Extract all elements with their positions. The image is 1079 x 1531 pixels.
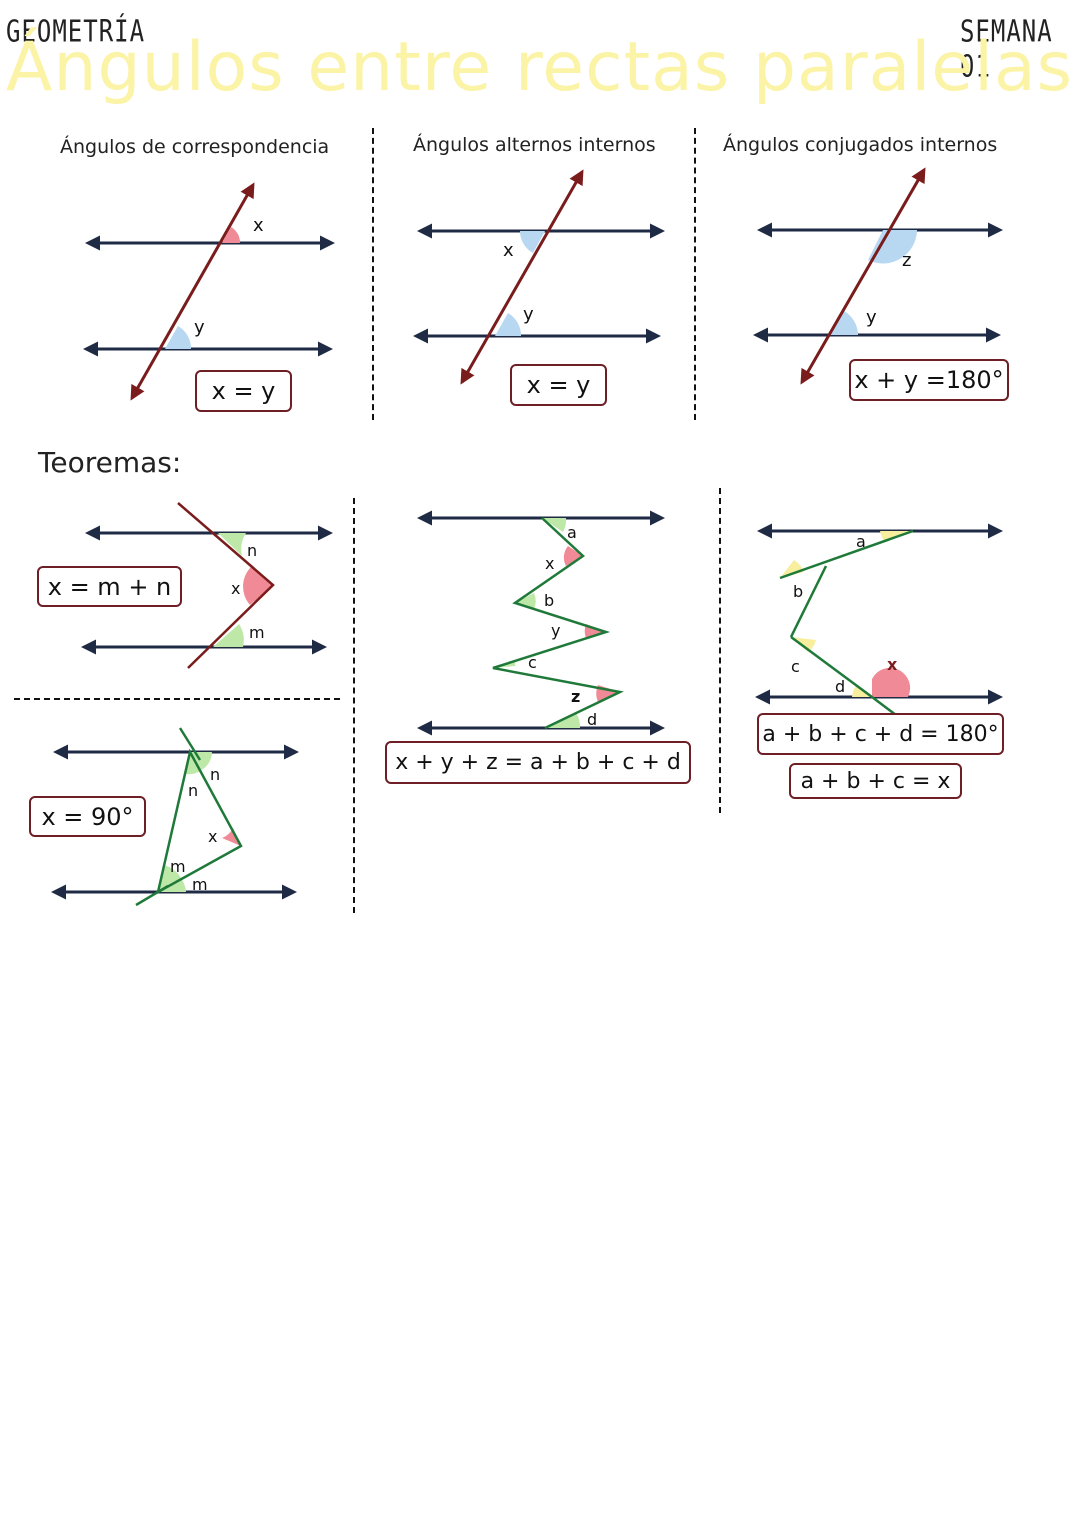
formula-alternos: x = y bbox=[510, 364, 607, 406]
formula-teorema-3: x + y + z = a + b + c + d bbox=[385, 741, 691, 784]
separator-teo-horizontal bbox=[14, 698, 340, 700]
angle-label-z: z bbox=[571, 687, 580, 706]
angle-label-x: x bbox=[231, 579, 240, 598]
angle-label-m-upper: m bbox=[170, 857, 186, 876]
angle-label-a: a bbox=[856, 532, 866, 551]
figure-teorema-2: n n x m m bbox=[51, 727, 299, 907]
figure-teorema-3: a x b y c z d bbox=[417, 510, 665, 736]
angle-label-x: x bbox=[253, 215, 264, 236]
angle-label-d: d bbox=[587, 710, 597, 729]
angle-label-c: c bbox=[791, 657, 800, 676]
angle-label-c: c bbox=[528, 653, 537, 672]
formula-teorema-4b: a + b + c = x bbox=[789, 763, 962, 799]
teoremas-label: Teoremas: bbox=[38, 446, 182, 479]
angle-label-m: m bbox=[249, 623, 265, 642]
page-title: Ángulos entre rectas paralelas bbox=[5, 28, 1074, 107]
angle-label-n-left: n bbox=[188, 781, 198, 800]
angle-label-a: a bbox=[567, 523, 577, 542]
angle-label-b: b bbox=[793, 582, 803, 601]
separator-top-left bbox=[372, 128, 374, 420]
section-title-alternos: Ángulos alternos internos bbox=[413, 134, 656, 156]
formula-teorema-1: x = m + n bbox=[37, 566, 182, 607]
angle-label-d: d bbox=[835, 677, 845, 696]
figure-teorema-4: a b c d x bbox=[755, 523, 1003, 716]
figure-correspondencia: x y bbox=[83, 182, 335, 401]
angle-label-n: n bbox=[247, 541, 257, 560]
formula-conjugados: x + y =180° bbox=[849, 359, 1009, 401]
separator-teo-left bbox=[353, 498, 355, 913]
section-title-correspondencia: Ángulos de correspondencia bbox=[60, 136, 330, 158]
angle-label-y: y bbox=[194, 317, 205, 338]
angle-label-y: y bbox=[551, 621, 560, 640]
angle-label-x: x bbox=[503, 240, 514, 261]
week-label: SEMANA 01 bbox=[960, 14, 1053, 84]
angle-label-b: b bbox=[544, 591, 554, 610]
angle-label-z: z bbox=[902, 250, 911, 271]
section-title-conjugados: Ángulos conjugados internos bbox=[723, 134, 998, 156]
separator-teo-right bbox=[719, 488, 721, 813]
figure-conjugados: z y bbox=[753, 167, 1003, 385]
formula-correspondencia: x = y bbox=[195, 370, 292, 412]
angle-label-y: y bbox=[523, 304, 534, 325]
subject-label: GEOMETRÍA bbox=[6, 14, 146, 49]
angle-label-m-lower: m bbox=[192, 875, 208, 894]
formula-teorema-2: x = 90° bbox=[29, 796, 146, 837]
figure-alternos: x y bbox=[413, 169, 665, 385]
angle-label-x: x bbox=[208, 827, 217, 846]
formula-teorema-4a: a + b + c + d = 180° bbox=[757, 713, 1004, 755]
angle-label-n-right: n bbox=[210, 765, 220, 784]
angle-label-x: x bbox=[887, 655, 898, 674]
angle-label-x: x bbox=[545, 554, 554, 573]
figure-teorema-1: n x m bbox=[81, 502, 333, 669]
angle-label-y: y bbox=[866, 307, 877, 328]
separator-top-right bbox=[694, 128, 696, 420]
